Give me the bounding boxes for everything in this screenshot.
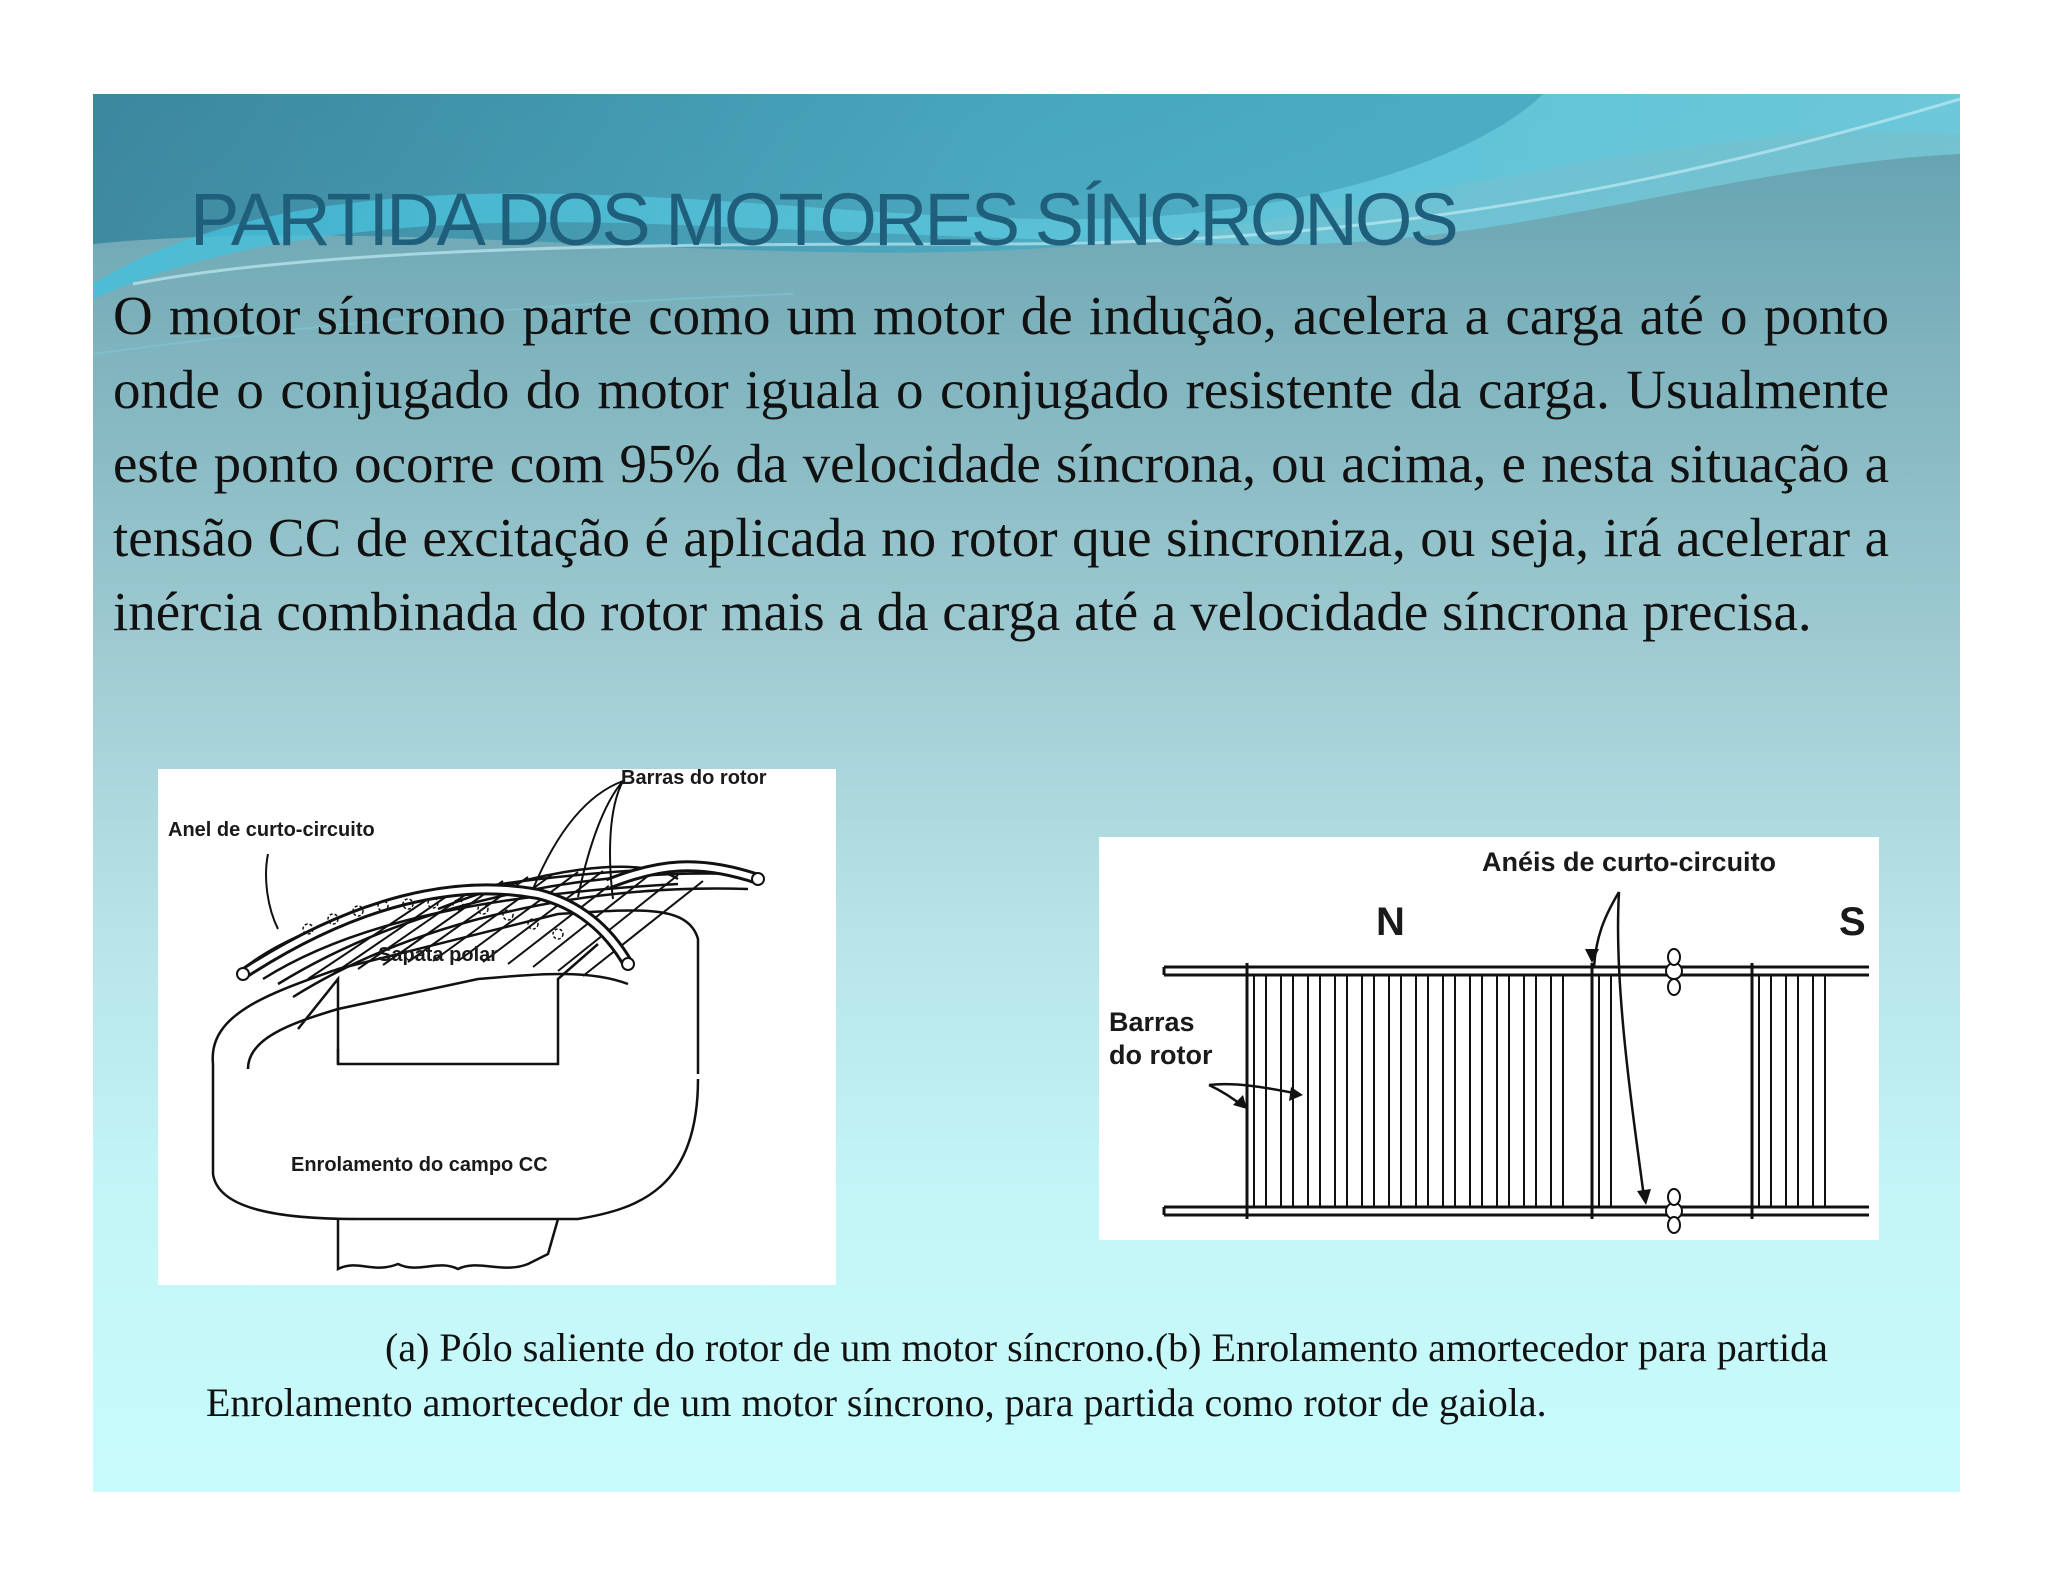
label-south-pole: S [1839,900,1866,944]
label-rotor-bars-line1: Barras [1109,1007,1195,1037]
label-dc-field-winding: Enrolamento do campo CC [291,1154,548,1176]
amortisseur-winding-figure: Anéis de curto-circuito N S Barras do ro… [1099,837,1879,1240]
salient-pole-rotor-drawing [211,780,765,1272]
salient-pole-rotor-figure: Barras do rotor Anel de curto-circuito S… [158,767,836,1285]
label-north-pole: N [1376,900,1405,944]
label-pole-shoe: Sapata polar [378,944,499,966]
label-short-circuit-rings: Anéis de curto-circuito [1482,847,1777,877]
figure-caption: (a) Pólo saliente do rotor de um motor s… [93,1324,1960,1454]
decorative-wave-header [93,94,1960,355]
label-rotor-bars: Barras do rotor [621,767,767,789]
slide-title: PARTIDA DOS MOTORES SÍNCRONOS [190,178,1459,261]
caption-line-2: Enrolamento amortecedor de um motor sínc… [206,1380,1547,1425]
label-short-circuit-ring: Anel de curto-circuito [168,819,375,841]
body-paragraph: O motor síncrono parte como um motor de … [113,285,1889,642]
slide: PARTIDA DOS MOTORES SÍNCRONOS O motor sí… [93,94,1960,1492]
amortisseur-winding-drawing [1162,891,1869,1234]
label-rotor-bars-line2: do rotor [1109,1040,1213,1070]
caption-line-1: (a) Pólo saliente do rotor de um motor s… [385,1325,1828,1370]
